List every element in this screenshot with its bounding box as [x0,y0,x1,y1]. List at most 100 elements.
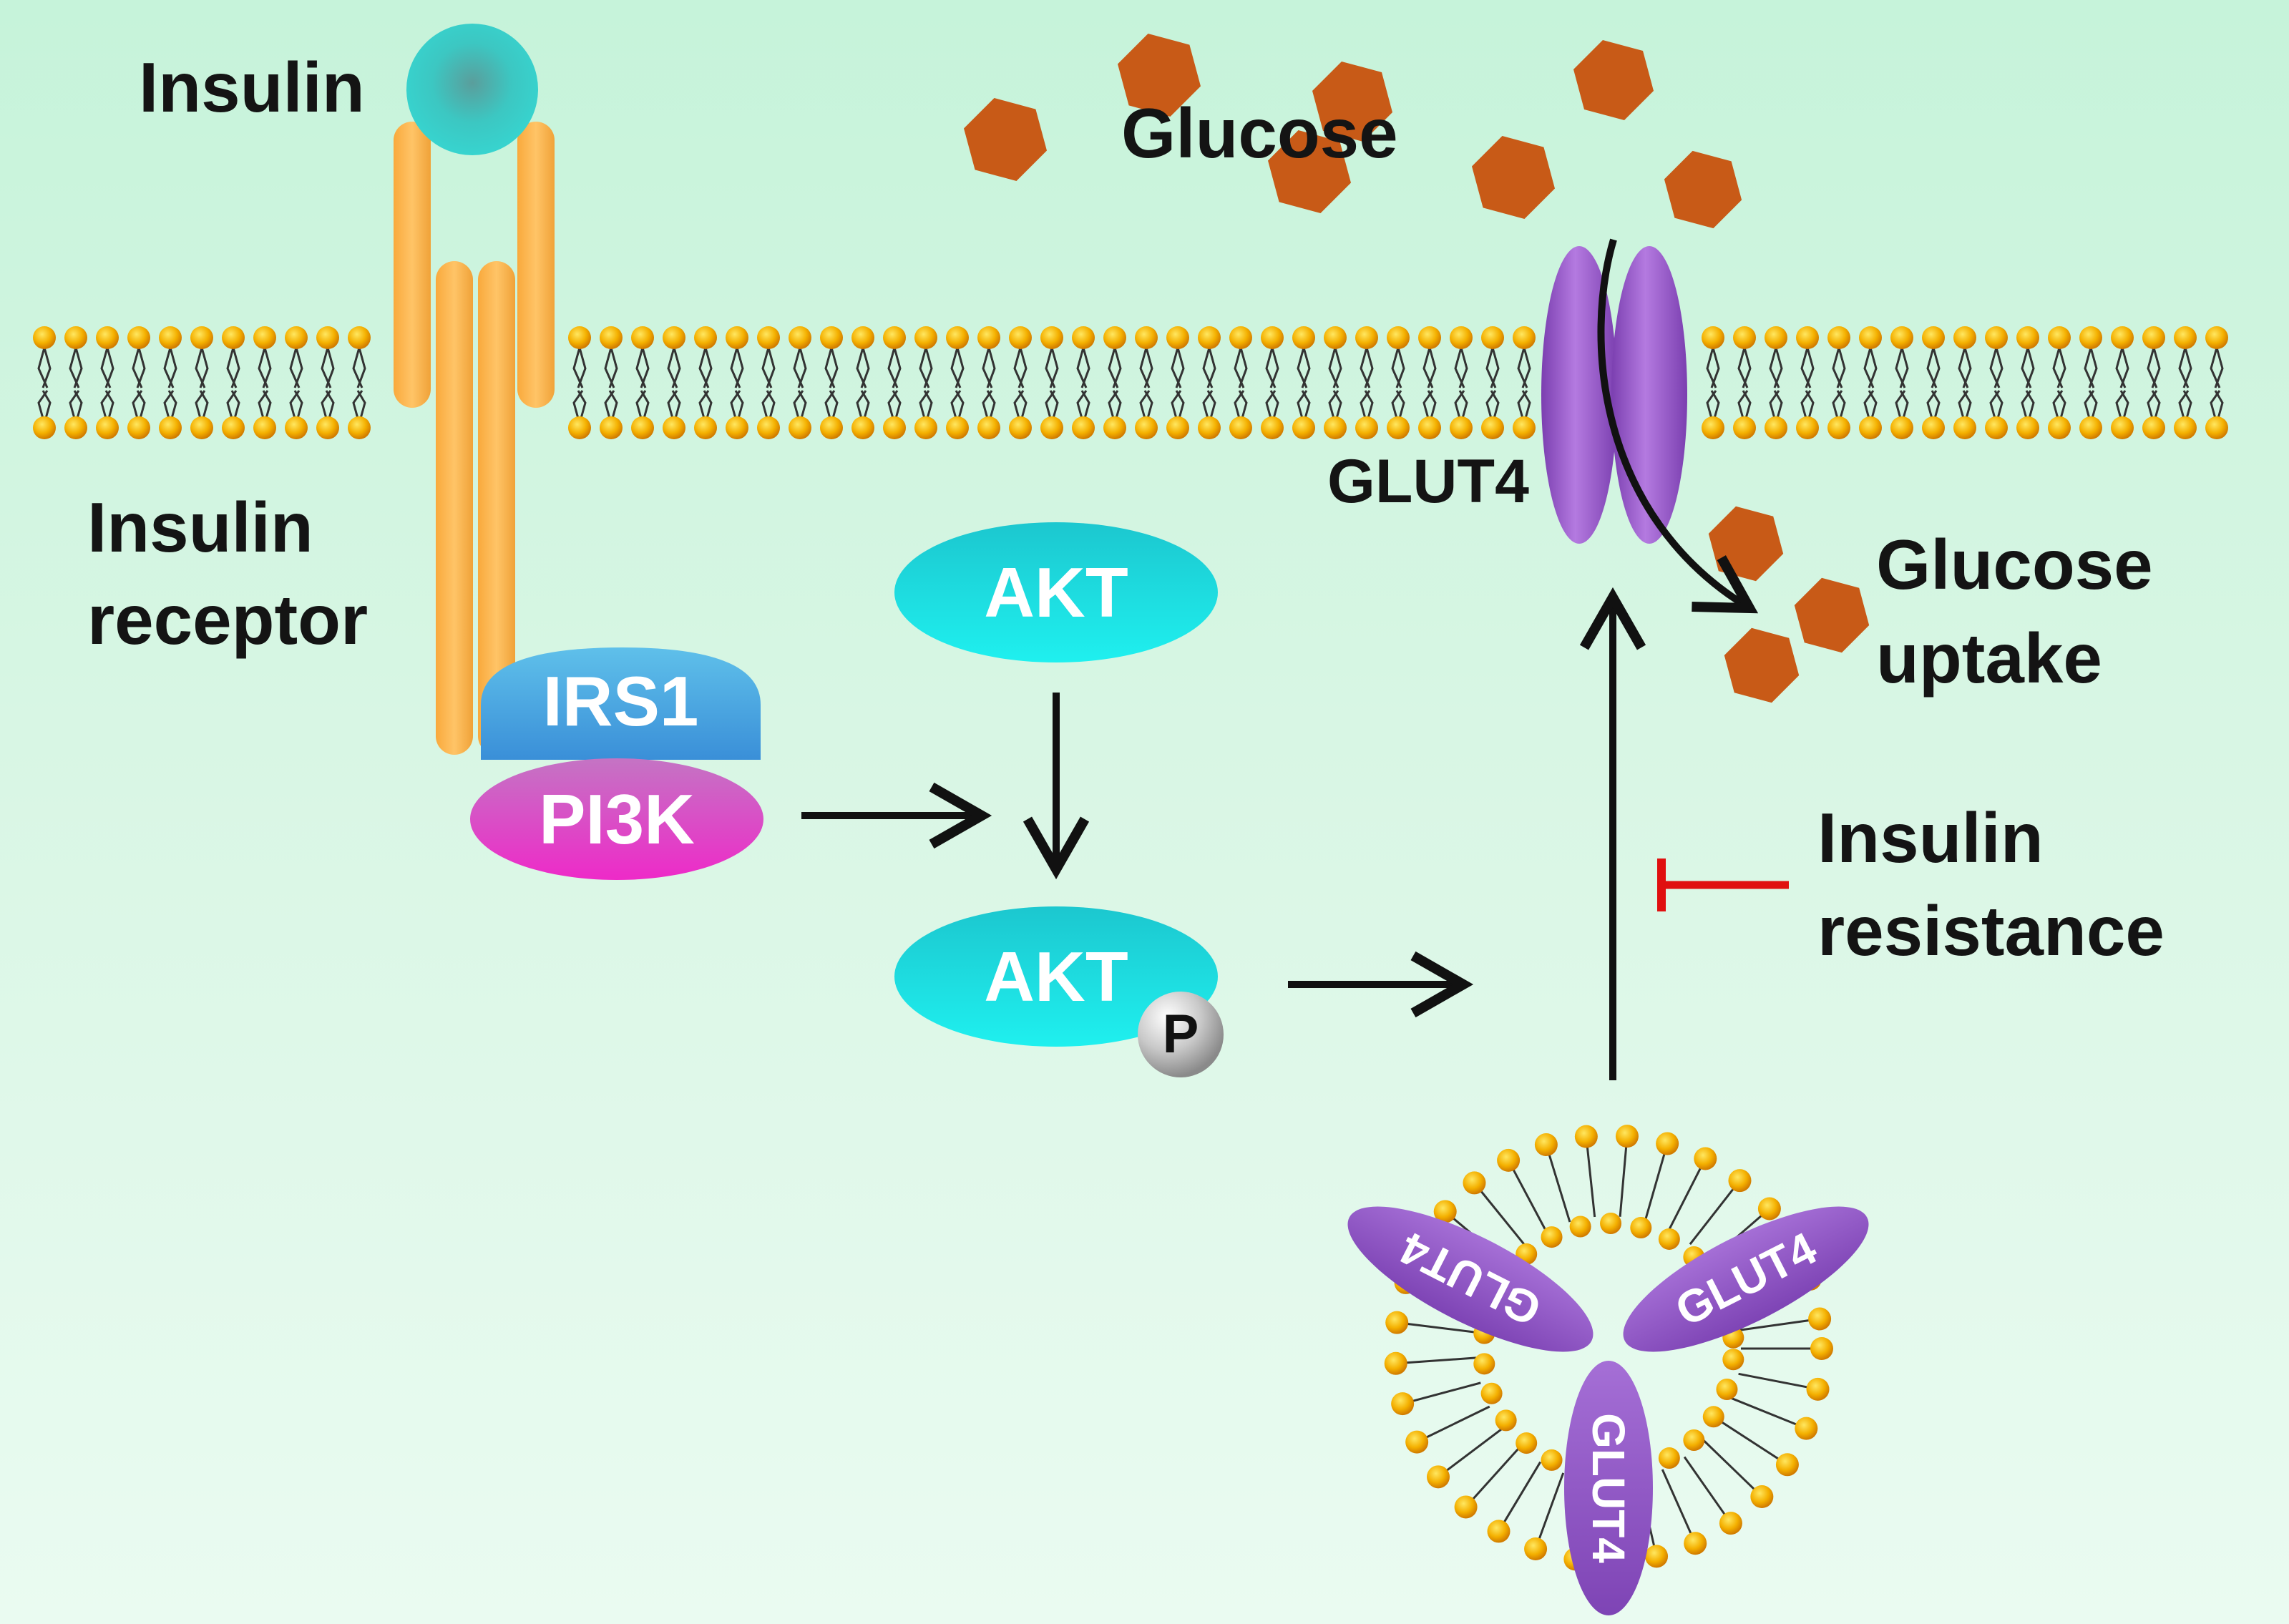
lipid-tails [1422,347,1437,424]
irs1-label: IRS1 [542,662,699,740]
lipid-tails [1013,347,1028,424]
vesicle-lipid-head [1684,1532,1707,1555]
glucose-hexagon-icon [1268,130,1351,213]
lipid-head [1387,416,1410,439]
lipid-tails [1769,347,1783,424]
lipid-tails [1958,347,1972,424]
lipid-head [1261,416,1284,439]
lipid-head [285,416,308,439]
lipid-head [2048,416,2071,439]
lipid-head [1103,326,1126,349]
lipid-head [1229,416,1252,439]
lipid-head [883,416,906,439]
vesicle-lipid-tail [1546,1150,1571,1223]
vesicle-lipid-tail [1468,1446,1521,1504]
lipid-tails [1832,347,1846,424]
lipid-head [726,416,748,439]
akt-phos-shape [894,906,1218,1047]
lipid-head [1859,416,1882,439]
lipid-tails [289,347,303,424]
lipid-head [1765,326,1787,349]
lipid-head [914,326,937,349]
lipid-head [33,326,56,349]
lipid-tails [352,347,366,424]
lipid-head [1922,326,1945,349]
vesicle-lipid-tail [1739,1319,1815,1331]
vesicle-lipid-tail [1644,1148,1667,1222]
lipid-tails [2210,347,2224,424]
glucose-hexagon-icon [1708,506,1784,582]
lipid-head [2079,326,2102,349]
insulin-receptor-label-line2: receptor [87,580,369,659]
glucose-hexagon-icon [1472,136,1555,219]
vesicle-lipid-head [1497,1148,1521,1172]
glucose-hexagon-icon [1724,627,1800,703]
lipid-head [1985,326,2008,349]
lipid-head [1513,326,1536,349]
vesicle-lipid-tail [1401,1356,1477,1364]
lipid-tails [321,347,335,424]
vesicle-lipid-head [1384,1351,1407,1375]
lipid-tails [1706,347,1720,424]
vesicle-lipid-head [1810,1337,1833,1360]
lipid-head [159,326,182,349]
lipid-tails [2084,347,2098,424]
vesicle-lipid-head [1795,1417,1818,1440]
lipid-tails [1045,347,1059,424]
lipid-tails [1139,347,1153,424]
glucose-hexagon-icon [1794,577,1870,653]
lipid-tails [698,347,713,424]
vesicle-glut4-right [1623,1206,1869,1352]
vesicle-lipid-head [1658,1228,1680,1250]
vesicle-lipid-tail [1402,1322,1478,1334]
lipid-tails [572,347,587,424]
lipid-tails [2021,347,2035,424]
lipid-head [1827,416,1850,439]
insulin-receptor [394,122,555,755]
vesicle-lipid-head [1516,1432,1538,1454]
lipid-head [2111,326,2134,349]
lipid-tails [163,347,177,424]
glucose-label: Glucose [1121,94,1398,172]
lipid-tails [1265,347,1279,424]
lipid-tails [982,347,996,424]
vesicle-lipid-head [1405,1430,1429,1454]
lipid-tails [2052,347,2066,424]
vesicle-lipid-head [1427,1465,1450,1489]
lipid-head [2142,416,2165,439]
lipid-head [316,326,339,349]
lipid-head [2079,416,2102,439]
lipid-tails [1454,347,1468,424]
glucose-uptake-label-line2: uptake [1876,619,2102,698]
vesicle-glut4-label-bottom: GLUT4 [1583,1413,1634,1563]
vesicle-lipid-head [1728,1169,1752,1193]
vesicle-lipid-tail [1477,1186,1526,1247]
vesicle-lipid-head [1495,1409,1517,1432]
lipid-head [1103,416,1126,439]
receptor-arm-left [394,122,431,408]
lipid-head [1040,326,1063,349]
lipid-head [2111,416,2134,439]
vesicle-lipid-head [1757,1197,1781,1221]
lipid-head [757,326,780,349]
lipid-head [1796,416,1819,439]
vesicle-glut4-proteins [1347,1206,1869,1615]
vesicle-lipid-head [1630,1216,1652,1238]
lipid-tails [1171,347,1185,424]
lipid-head [1481,416,1504,439]
lipid-tails [1234,347,1248,424]
vesicle-lipid-head [1541,1449,1563,1471]
lipid-head [1198,416,1221,439]
vesicle-lipid-tail [1683,1456,1729,1520]
lipid-head [1890,416,1913,439]
lipid-head [568,326,591,349]
lipid-head [190,416,213,439]
lipid-tails [100,347,114,424]
lipid-head [1513,416,1536,439]
lipid-head [1009,416,1032,439]
insulin-resistance-label-line1: Insulin [1817,798,2044,877]
lipid-tails [2178,347,2192,424]
lipid-head [1292,326,1315,349]
lipid-head [253,326,276,349]
vesicle-lipid-head [1433,1200,1457,1223]
